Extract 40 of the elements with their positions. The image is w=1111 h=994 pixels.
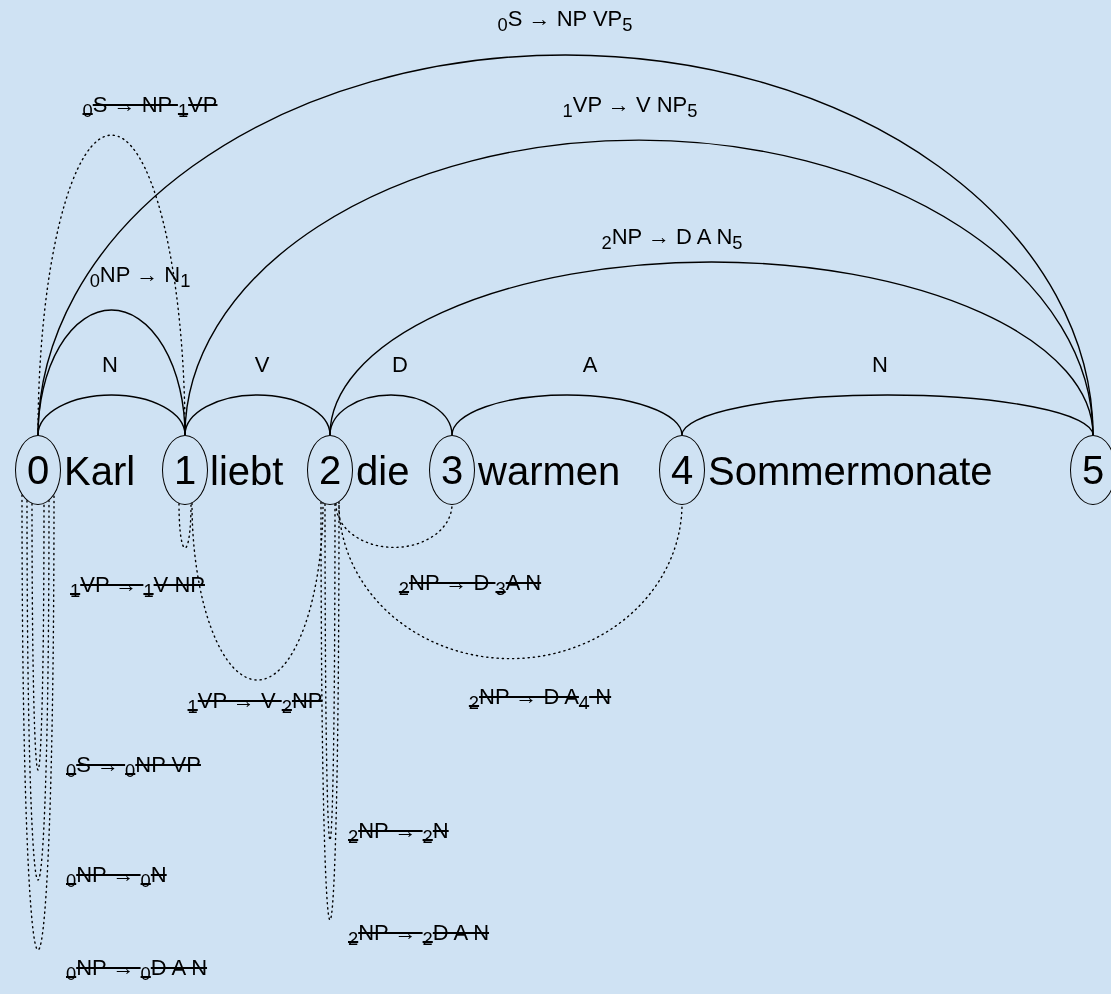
word-label: die xyxy=(356,448,410,494)
edge-label: $_{2}$NP → D $_{3}$A N xyxy=(398,570,542,602)
edge-label: $_{2}$NP → D A N$_{5}$ xyxy=(601,224,743,256)
word-label: liebt xyxy=(210,448,284,494)
edge-label: $_{2}$NP → $_{2}$D A N xyxy=(348,920,490,952)
dotted-arc xyxy=(320,501,340,921)
edge-label: $_{0}$NP → N$_{1}$ xyxy=(89,262,191,294)
edge-label: $_{1}$VP → V NP$_{5}$ xyxy=(562,92,698,124)
edge-label: D xyxy=(392,352,408,378)
dotted-arc xyxy=(37,134,186,436)
edge-label: $_{2}$NP → D A$_{4}$ N xyxy=(468,684,612,716)
edge-label: A xyxy=(582,352,598,378)
word-label: Karl xyxy=(64,448,136,494)
edge-label: $_{2}$NP → $_{2}$N xyxy=(348,818,449,850)
arc xyxy=(184,139,1094,436)
edge-label: V xyxy=(254,352,270,378)
dotted-arc xyxy=(191,502,324,681)
edge-label: $_{1}$VP → V $_{2}$NP xyxy=(187,688,323,720)
edge-label: N xyxy=(102,352,118,378)
edge-label: $_{0}$S → $_{0}$NP VP xyxy=(66,752,201,784)
edge-label: $_{0}$S → NP $_{1}$VP xyxy=(82,92,218,124)
dotted-arc xyxy=(338,501,683,660)
edge-label: N xyxy=(872,352,888,378)
arc xyxy=(329,261,1094,436)
edge-label: $_{0}$NP → $_{0}$D A N xyxy=(66,955,208,987)
arc xyxy=(451,394,683,436)
dotted-arc xyxy=(21,494,55,951)
dotted-arc xyxy=(324,503,336,841)
edge-label: $_{0}$NP → $_{0}$N xyxy=(66,862,167,894)
dotted-arc xyxy=(31,503,45,771)
dotted-arc xyxy=(178,503,192,549)
arc xyxy=(329,394,453,436)
dotted-arc xyxy=(335,503,453,549)
arc xyxy=(681,394,1094,436)
arc xyxy=(37,55,1094,436)
edge-label: $_{1}$VP → $_{1}$V NP xyxy=(70,572,205,604)
dotted-arc xyxy=(26,500,50,881)
edge-label: $_{0}$S → NP VP$_{5}$ xyxy=(497,6,633,38)
word-label: Sommermonate xyxy=(708,448,993,494)
word-label: warmen xyxy=(478,448,621,494)
